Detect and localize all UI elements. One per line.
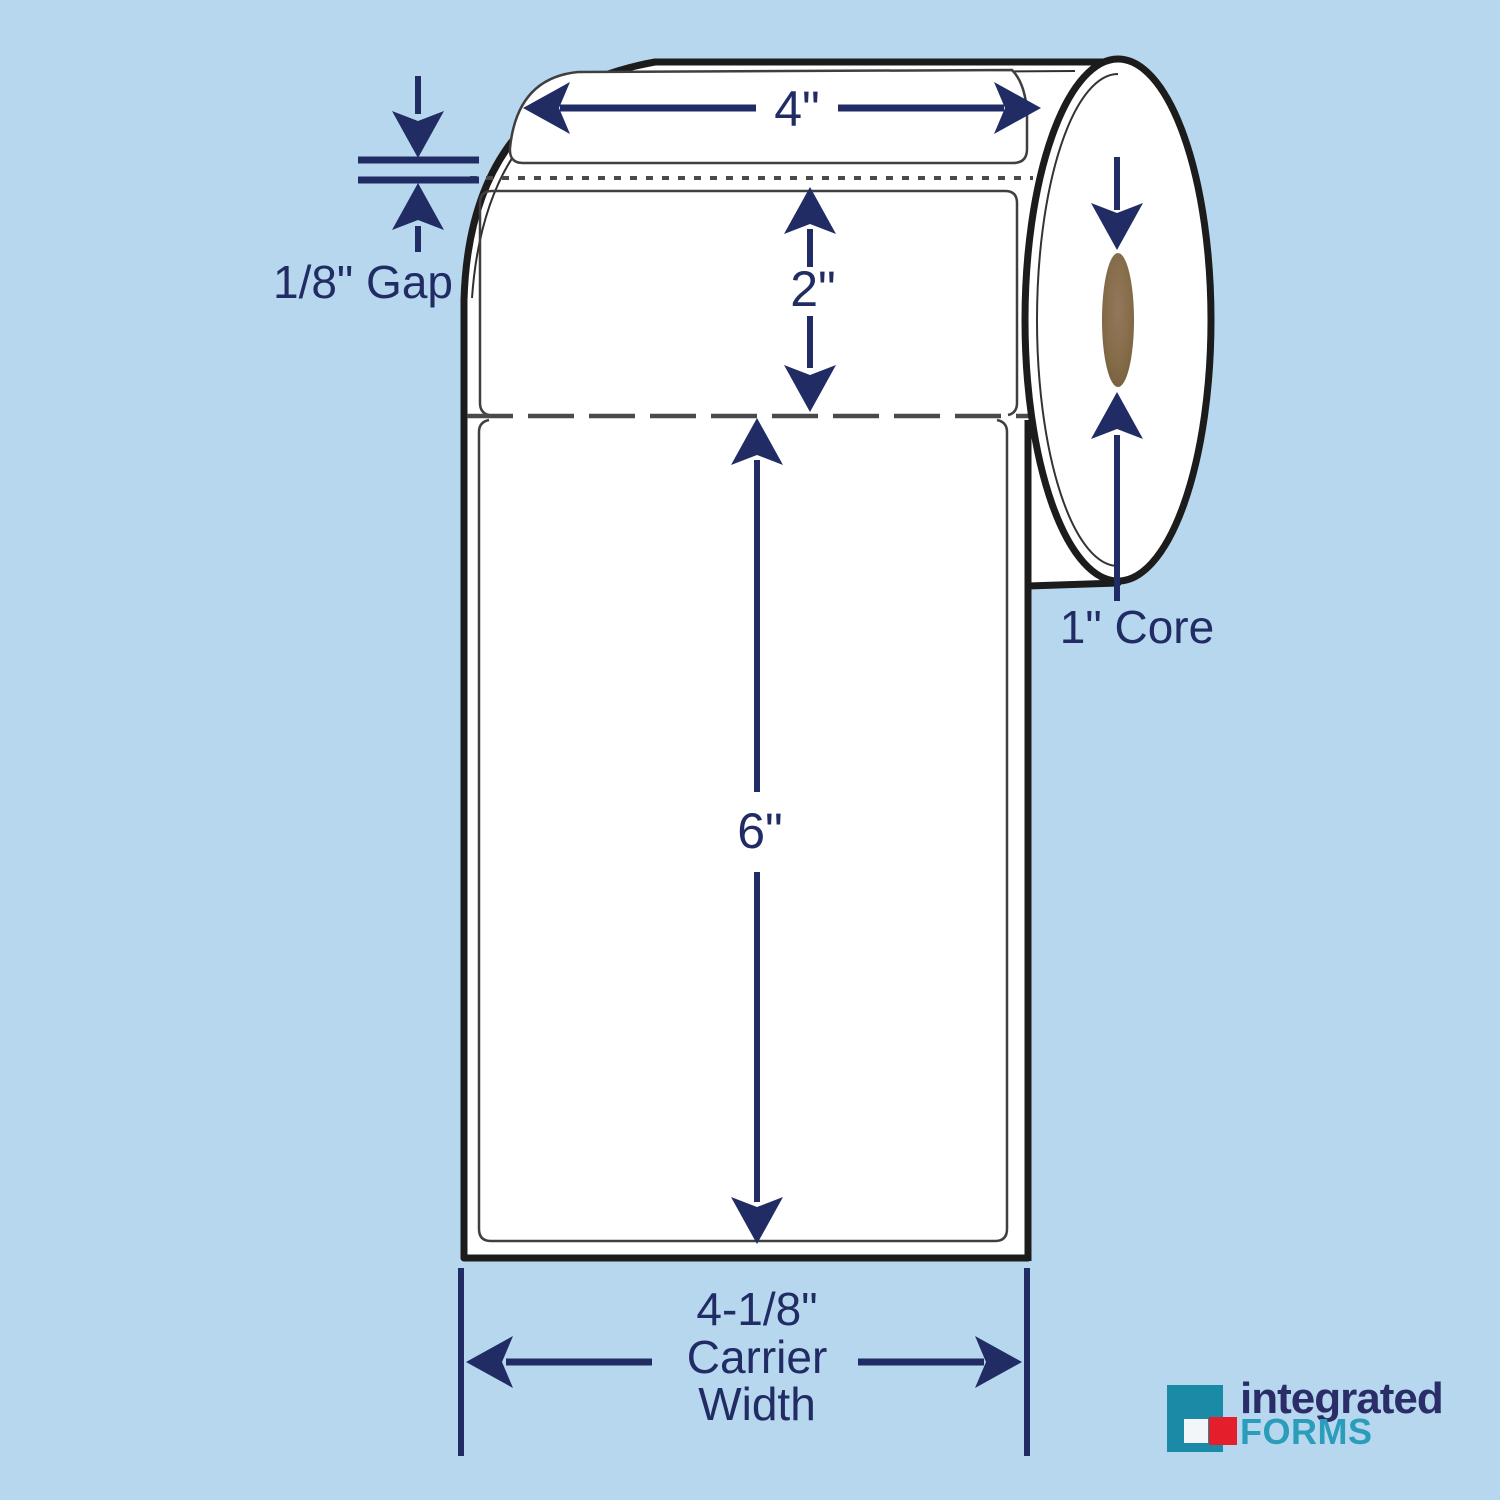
dimension-line (415, 76, 421, 114)
dimension-line (858, 1358, 984, 1366)
dimension-line (1114, 157, 1120, 210)
logo-word-integrated: integrated (1240, 1374, 1443, 1423)
main-label-height-dimension: 6" (731, 418, 783, 1244)
down-arrowhead-icon (731, 1197, 783, 1244)
main-label-height-value: 6" (737, 803, 783, 859)
top-label-height-dimension: 2" (784, 187, 836, 412)
roll-core (1102, 253, 1134, 387)
gap-top-tick (358, 156, 479, 164)
carrier-width-label-line3: Width (698, 1378, 816, 1430)
roll-face-inner-arc (1036, 73, 1119, 567)
dimension-line (807, 316, 813, 368)
up-arrowhead-icon (392, 183, 444, 230)
top-partial-label (508, 68, 1029, 165)
carrier-width-value: 4-1/8" (696, 1283, 817, 1335)
logo-red-square-icon (1209, 1417, 1237, 1445)
down-arrowhead-icon (1091, 203, 1143, 250)
right-arrowhead-icon (975, 1336, 1022, 1388)
integrated-forms-logo: integrated FORMS (1167, 1374, 1444, 1452)
up-arrowhead-icon (1091, 392, 1143, 439)
label-width-dimension: 4" (523, 81, 1041, 137)
two-inch-label (478, 189, 1019, 417)
gap-label: 1/8" Gap (273, 256, 453, 308)
right-arrowhead-icon (994, 82, 1041, 134)
dimension-line (506, 1358, 652, 1366)
core-label: 1" Core (1060, 601, 1214, 653)
up-arrowhead-icon (784, 187, 836, 234)
core-dimension: 1" Core (1060, 157, 1214, 653)
left-arrowhead-icon (466, 1336, 513, 1388)
logo-white-square-icon (1184, 1419, 1208, 1443)
down-arrowhead-icon (392, 111, 444, 158)
six-inch-label (477, 418, 1009, 1243)
left-extension-line (458, 1268, 464, 1456)
gap-dimension: 1/8" Gap (273, 76, 479, 308)
dimension-line (838, 104, 1004, 112)
right-extension-line (1024, 1268, 1030, 1456)
carrier-width-dimension: 4-1/8" Carrier Width (458, 1268, 1030, 1456)
down-arrowhead-icon (784, 365, 836, 412)
up-arrowhead-icon (731, 418, 783, 465)
dimension-line (807, 229, 813, 267)
gap-bottom-tick (358, 176, 479, 184)
dimension-line (560, 104, 756, 112)
carrier-width-label-line2: Carrier (687, 1331, 828, 1383)
top-label-height-value: 2" (790, 261, 836, 317)
dimension-line (1114, 435, 1120, 601)
dimension-line (754, 460, 760, 792)
dimension-line (415, 226, 421, 252)
roll-body-and-carrier-strip (460, 58, 1122, 1262)
label-width-value: 4" (774, 81, 820, 137)
dimension-line (754, 872, 760, 1202)
logo-word-forms: FORMS (1240, 1411, 1373, 1452)
left-arrowhead-icon (523, 82, 570, 134)
